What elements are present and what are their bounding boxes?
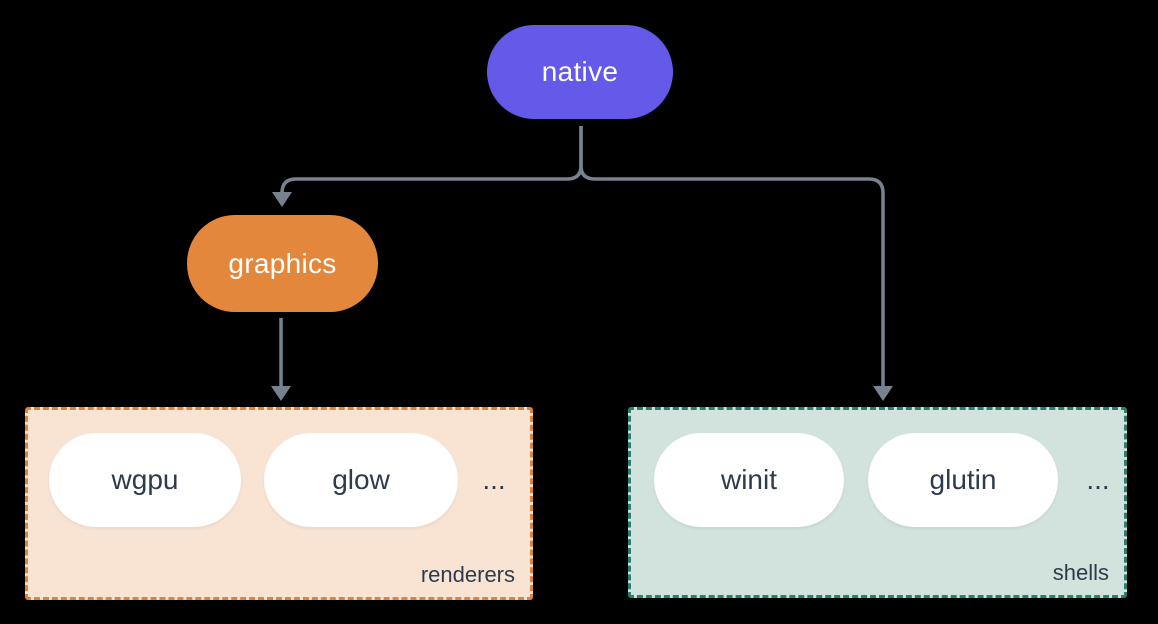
arrowhead-into-renderers-icon <box>271 386 291 401</box>
node-wgpu-label: wgpu <box>111 464 179 495</box>
node-native-label: native <box>541 56 619 87</box>
group-renderers: wgpu glow ... renderers <box>25 407 533 600</box>
node-graphics-label: graphics <box>228 247 337 279</box>
node-winit-label: winit <box>720 464 777 495</box>
node-native: native <box>487 25 673 119</box>
node-winit: winit <box>654 433 844 527</box>
node-wgpu: wgpu <box>49 433 241 527</box>
group-shells-label: shells <box>1052 560 1109 585</box>
shells-ellipsis: ... <box>1086 464 1110 495</box>
node-glutin-label: glutin <box>929 464 997 495</box>
group-renderers-label: renderers <box>420 562 515 587</box>
renderers-ellipsis: ... <box>482 464 506 495</box>
arrowhead-into-graphics-icon <box>272 192 292 207</box>
group-shells: winit glutin ... shells <box>628 407 1127 598</box>
node-glutin: glutin <box>868 433 1058 527</box>
arrowhead-into-shells-icon <box>873 386 893 401</box>
node-graphics: graphics <box>187 215 378 312</box>
node-glow-label: glow <box>332 464 390 495</box>
node-glow: glow <box>264 433 458 527</box>
edge-native-graphics <box>280 126 583 194</box>
edge-native-shells <box>579 126 885 386</box>
